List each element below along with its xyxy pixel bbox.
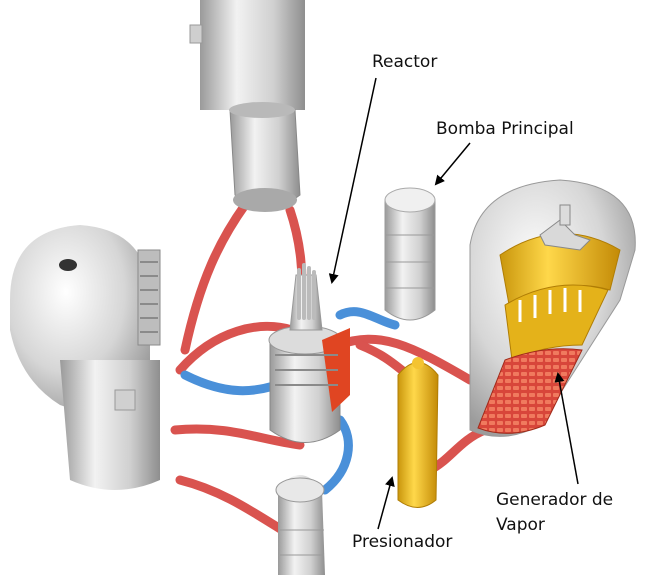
main-pump-bottom xyxy=(276,475,325,575)
arrow-reactor xyxy=(332,78,376,282)
arrow-bomba xyxy=(436,143,470,184)
arrow-presionador xyxy=(378,478,392,529)
steam-generator-left xyxy=(10,225,160,490)
steam-generator-top xyxy=(190,0,305,212)
pressurizer-icon xyxy=(398,357,438,508)
steam-generator-icon xyxy=(470,180,635,436)
generador-de-vapor-label-line2: Vapor xyxy=(496,514,545,536)
arrow-generador xyxy=(558,374,578,484)
presionador-label: Presionador xyxy=(352,531,452,553)
reactor-vessel-icon xyxy=(269,265,350,443)
bomba-principal-label: Bomba Principal xyxy=(436,118,574,140)
reactor-label: Reactor xyxy=(372,51,437,73)
generador-de-vapor-label-line1: Generador de xyxy=(496,489,613,511)
pump-icon xyxy=(385,188,435,320)
